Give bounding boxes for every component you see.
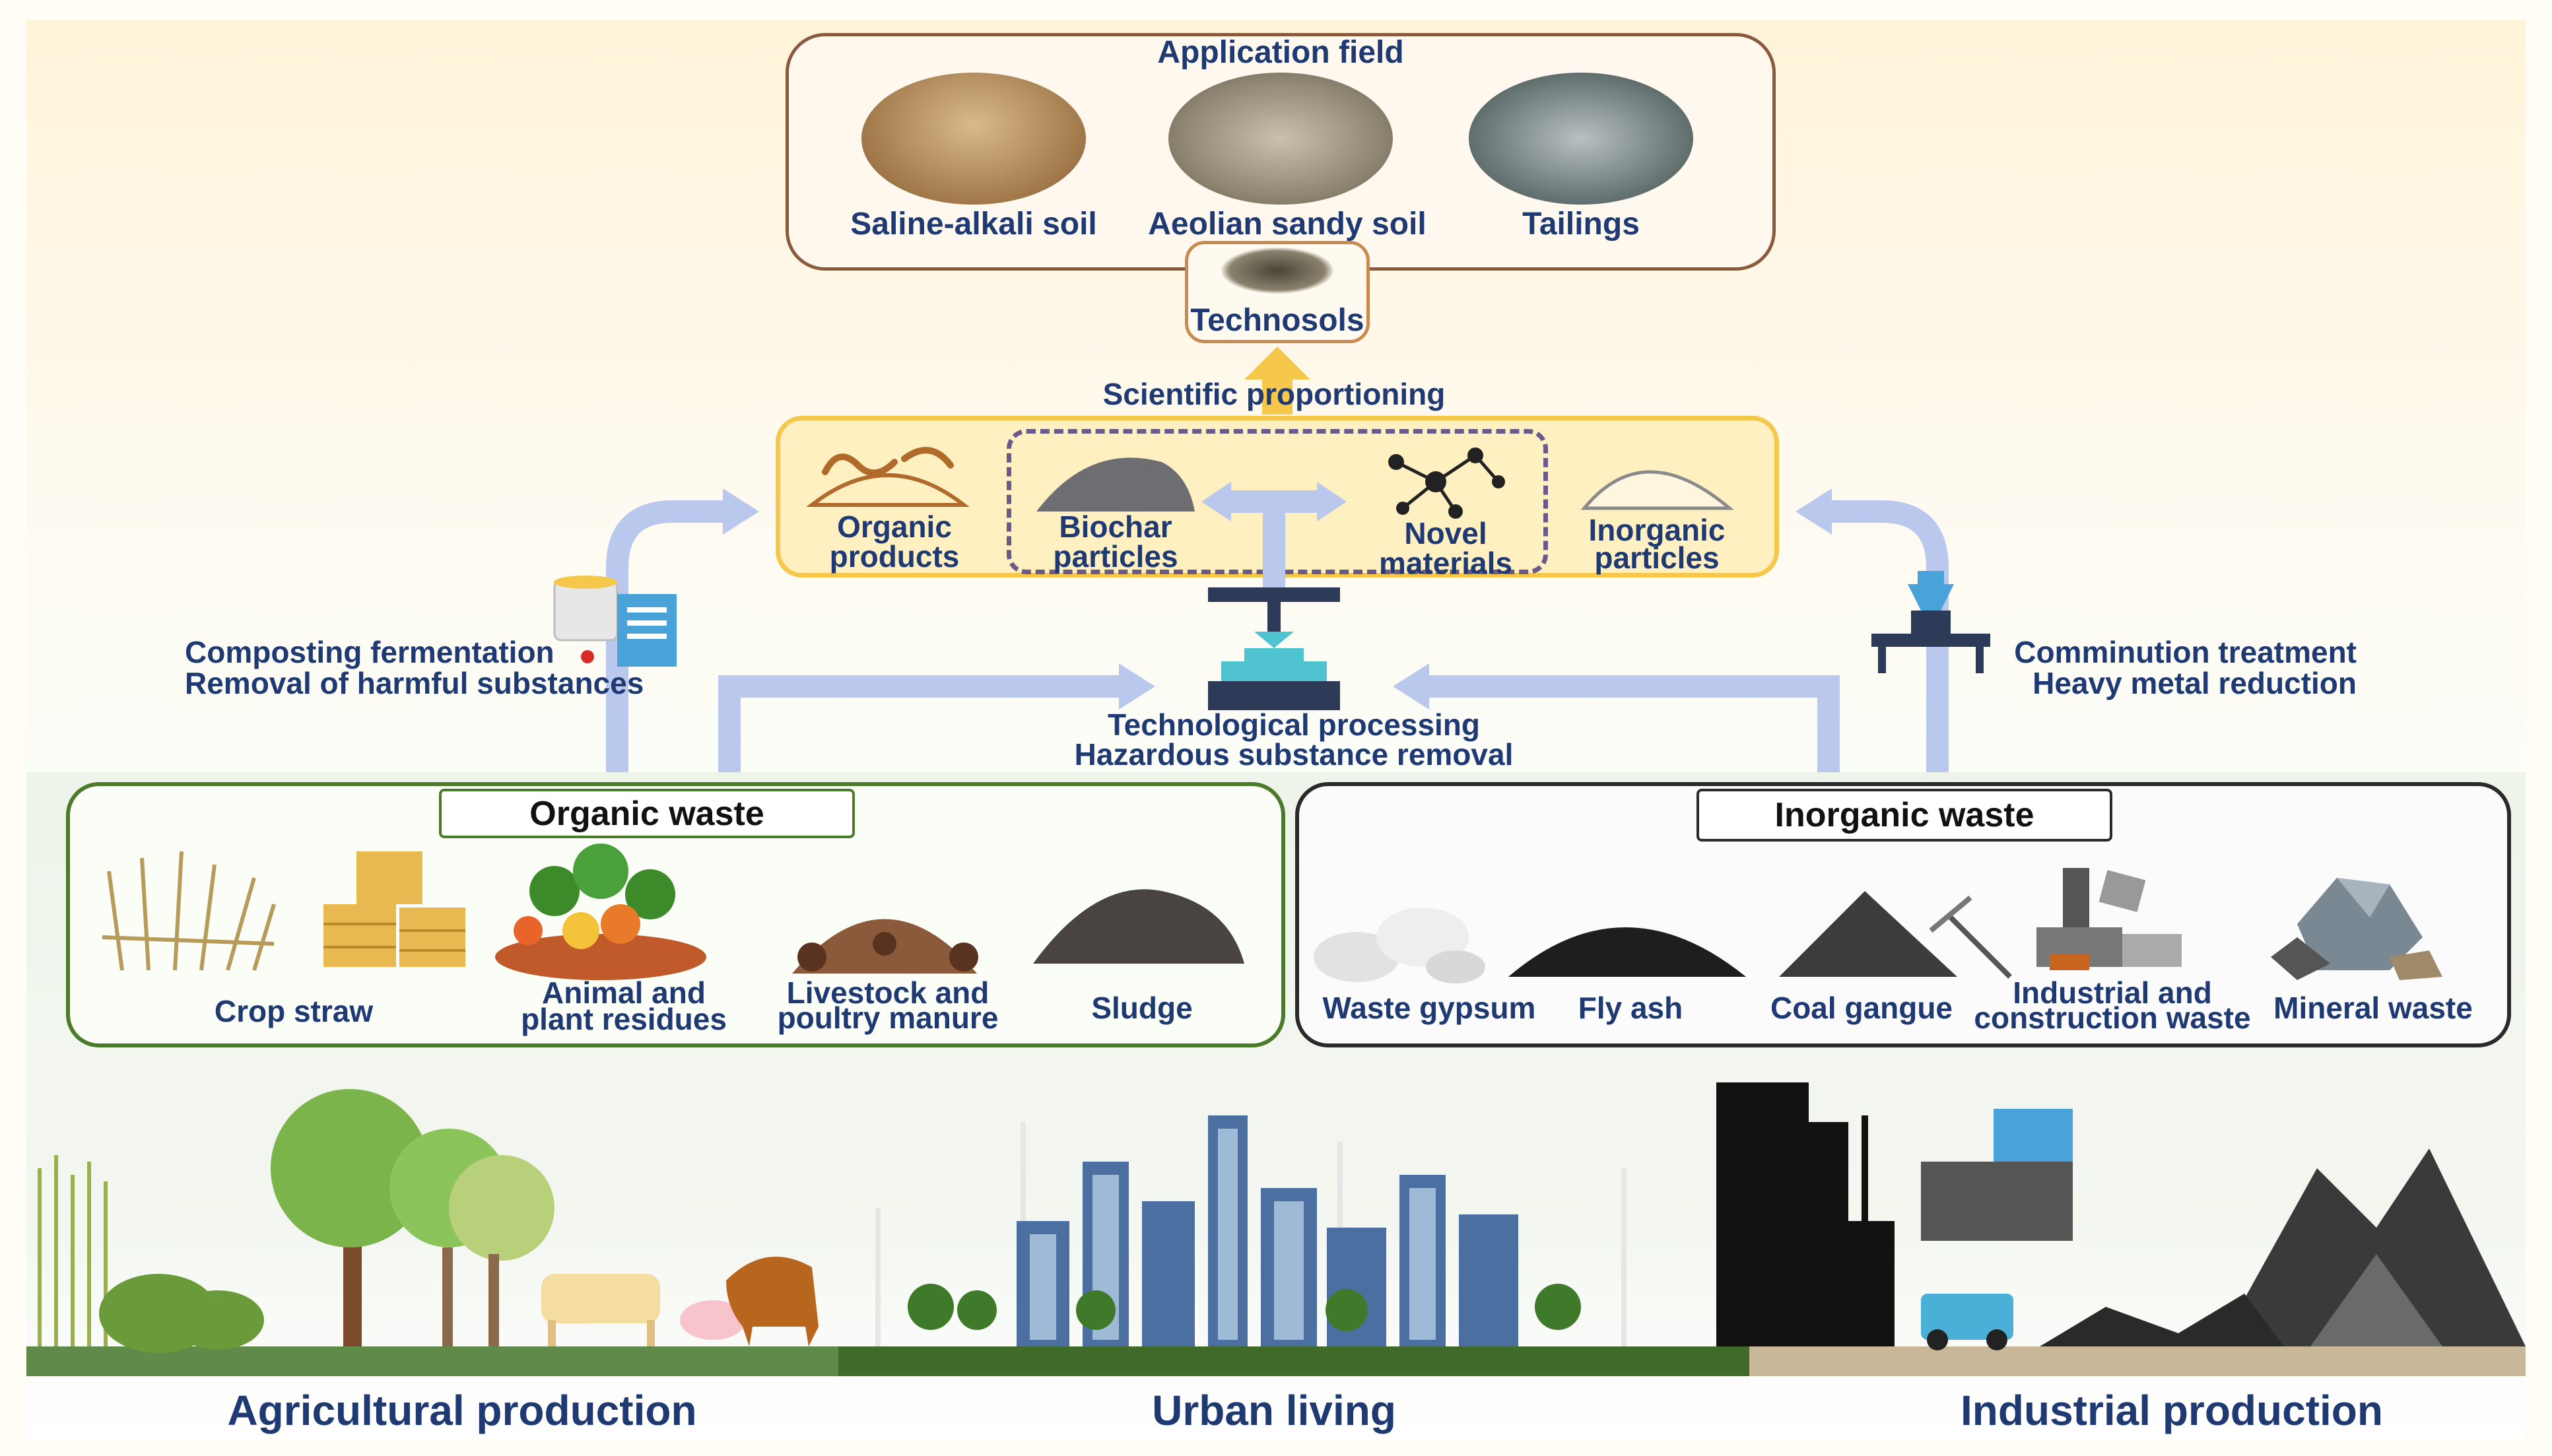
biochar-label-line1: Biochar xyxy=(1059,510,1172,544)
inorganic-particles-label-line2: particles xyxy=(1594,541,1720,575)
industrial-production-label: Industrial production xyxy=(1961,1387,2383,1434)
waste-gypsum-label: Waste gypsum xyxy=(1322,991,1536,1025)
livestock-manure-icon xyxy=(792,919,978,974)
mineral-waste-icon xyxy=(2271,878,2442,980)
hazardous-removal-label: Hazardous substance removal xyxy=(1074,737,1514,772)
animal-plant-residues-label-line2: plant residues xyxy=(521,1002,727,1036)
inorganic-particles-label-line1: Inorganic xyxy=(1588,513,1726,547)
technosols-image xyxy=(1221,248,1333,294)
source-landscape xyxy=(26,1082,2526,1376)
livestock-manure-label-line2: poultry manure xyxy=(777,1001,999,1035)
agricultural-production-label: Agricultural production xyxy=(227,1387,697,1434)
industrial-construction-waste-icon xyxy=(2036,868,2182,970)
biochar-particles-icon xyxy=(1036,457,1195,512)
novel-materials-icon xyxy=(1388,447,1505,519)
aeolian-sandy-soil-image xyxy=(1168,73,1393,205)
livestock-manure-label-line1: Livestock and xyxy=(786,976,990,1010)
mineral-waste-label: Mineral waste xyxy=(2273,991,2473,1025)
industrial-waste-label-line1: Industrial and xyxy=(2013,976,2212,1010)
aeolian-sandy-soil-label: Aeolian sandy soil xyxy=(1148,207,1427,242)
animal-plant-residues-label-line1: Animal and xyxy=(542,976,706,1010)
industrial-waste-label-line2: construction waste xyxy=(1974,1001,2251,1035)
fly-ash-label: Fly ash xyxy=(1578,991,1683,1025)
biochar-label-line2: particles xyxy=(1053,539,1178,574)
flow-arrows xyxy=(606,482,1949,772)
waste-gypsum-icon xyxy=(1314,908,1485,983)
novel-materials-label-line1: Novel xyxy=(1404,516,1487,550)
coal-gangue-icon xyxy=(1779,891,2012,979)
organic-products-icon xyxy=(806,447,970,507)
animal-plant-residues-icon xyxy=(495,844,706,980)
coal-gangue-label: Coal gangue xyxy=(1770,991,1953,1025)
heavy-metal-reduction-label: Heavy metal reduction xyxy=(2032,666,2357,700)
processing-machine-icon xyxy=(1208,587,1340,710)
novel-materials-label-line2: materials xyxy=(1378,546,1512,580)
urban-living-label: Urban living xyxy=(1152,1387,1396,1434)
comminution-treatment-label: Comminution treatment xyxy=(2014,635,2357,669)
application-field-title: Application field xyxy=(1157,35,1404,70)
crop-straw-label: Crop straw xyxy=(214,994,374,1028)
inorganic-particles-icon xyxy=(1580,470,1734,510)
organic-products-label-line1: Organic xyxy=(837,510,952,544)
tailings-image xyxy=(1469,73,1693,205)
scientific-proportioning-label: Scientific proportioning xyxy=(1102,377,1446,411)
organic-products-label-line2: products xyxy=(829,539,960,574)
upward-arrow xyxy=(1244,347,1310,414)
hay-bales-icon xyxy=(323,851,465,967)
sludge-label: Sludge xyxy=(1091,991,1193,1025)
technological-processing-label: Technological processing xyxy=(1107,708,1481,742)
composting-fermentation-label: Composting fermentation xyxy=(185,635,554,669)
inorganic-waste-title: Inorganic waste xyxy=(1696,789,2112,842)
comminution-machine-icon xyxy=(1871,571,1990,673)
removal-harmful-substances-label: Removal of harmful substances xyxy=(185,666,644,700)
composting-fermenter-icon xyxy=(553,576,677,667)
saline-alkali-soil-image xyxy=(861,73,1086,205)
tailings-label: Tailings xyxy=(1522,207,1640,242)
organic-waste-title: Organic waste xyxy=(439,789,855,838)
fly-ash-icon xyxy=(1508,927,1746,977)
technosols-label: Technosols xyxy=(1190,303,1364,338)
saline-alkali-soil-label: Saline-alkali soil xyxy=(850,207,1097,242)
sludge-icon xyxy=(1033,889,1244,964)
crop-straw-icon xyxy=(102,851,276,971)
